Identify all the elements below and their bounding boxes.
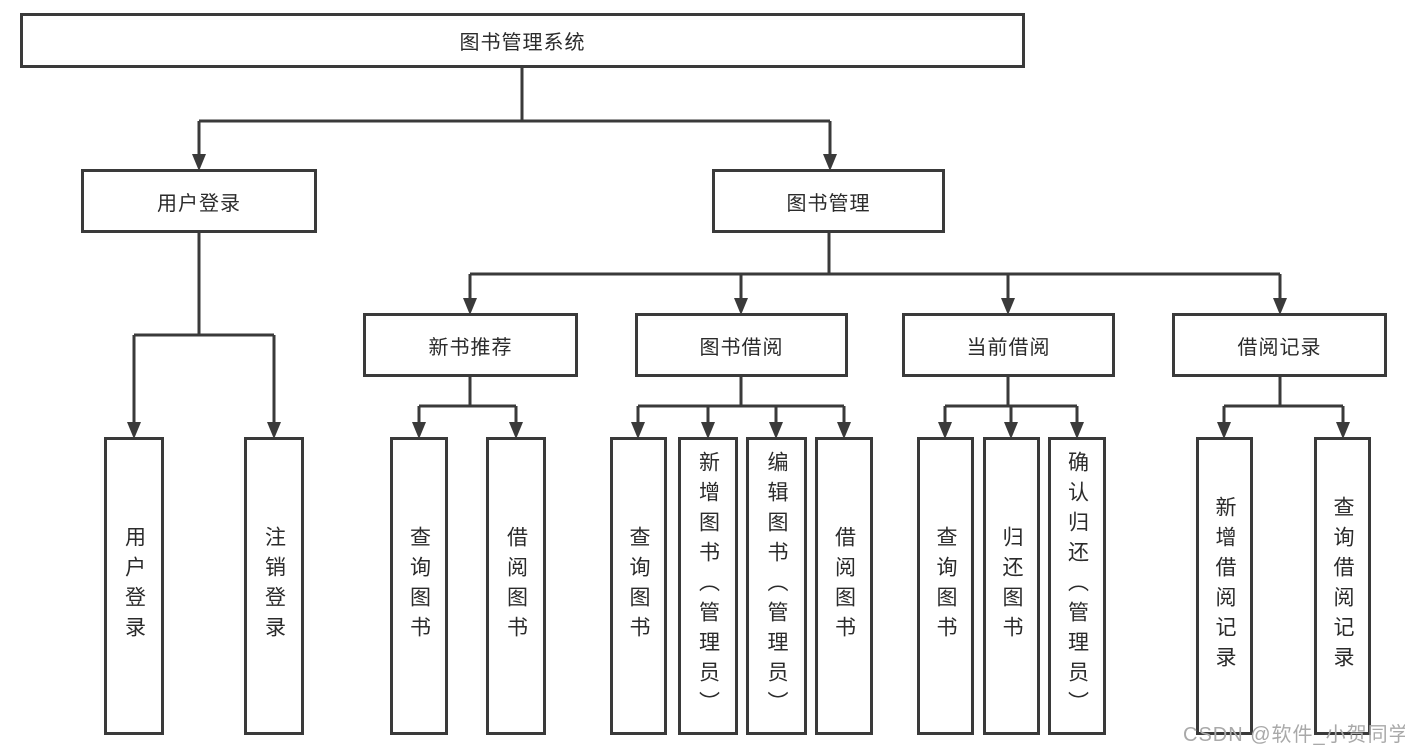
- leaf-logout: 注销登录: [244, 437, 304, 735]
- node-new-book-recommend: 新书推荐: [363, 313, 578, 377]
- leaf-return-books-label: 归还图书: [1000, 526, 1023, 646]
- connector-newbook-to-leaves: [412, 377, 523, 439]
- leaf-query-borrow-record: 查询借阅记录: [1314, 437, 1371, 735]
- leaf-return-books: 归还图书: [983, 437, 1040, 735]
- node-book-management: 图书管理: [712, 169, 945, 233]
- leaf-edit-books-admin: 编辑图书（管理员）: [746, 437, 807, 735]
- leaf-user-login-label: 用户登录: [122, 526, 146, 646]
- leaf-confirm-return-admin-label: 确认归还（管理员）: [1065, 451, 1089, 721]
- leaf-confirm-return-admin: 确认归还（管理员）: [1048, 437, 1106, 735]
- node-current-borrowing: 当前借阅: [902, 313, 1115, 377]
- leaf-add-borrow-record-label: 新增借阅记录: [1213, 496, 1236, 676]
- connector-userlogin-to-leaves: [127, 232, 281, 439]
- leaf-newbook-query-books: 查询图书: [390, 437, 448, 735]
- leaf-logout-label: 注销登录: [262, 526, 286, 646]
- leaf-newbook-borrow-books: 借阅图书: [486, 437, 546, 735]
- leaf-add-books-admin-label: 新增图书（管理员）: [696, 451, 720, 721]
- leaf-user-login: 用户登录: [104, 437, 164, 735]
- leaf-borrow-query-books-label: 查询图书: [627, 526, 650, 646]
- csdn-watermark: CSDN @软件_小贺同学: [1183, 724, 1405, 746]
- leaf-edit-books-admin-label: 编辑图书（管理员）: [765, 451, 788, 721]
- leaf-current-query-books: 查询图书: [917, 437, 974, 735]
- leaf-current-query-books-label: 查询图书: [934, 526, 957, 646]
- leaf-borrow-query-books: 查询图书: [610, 437, 667, 735]
- leaf-newbook-borrow-books-label: 借阅图书: [504, 526, 528, 646]
- leaf-newbook-query-books-label: 查询图书: [407, 526, 431, 646]
- connector-currentborrow-to-leaves: [938, 377, 1084, 439]
- connector-bookmgmt-to-level3: [463, 232, 1287, 315]
- node-root-system: 图书管理系统: [20, 13, 1025, 68]
- leaf-add-borrow-record: 新增借阅记录: [1196, 437, 1253, 735]
- leaf-query-borrow-record-label: 查询借阅记录: [1331, 496, 1354, 676]
- connector-root-to-level2: [192, 68, 837, 171]
- connector-borrowrecord-to-leaves: [1217, 377, 1350, 439]
- node-user-login: 用户登录: [81, 169, 317, 233]
- leaf-borrow-books: 借阅图书: [815, 437, 873, 735]
- leaf-borrow-books-label: 借阅图书: [832, 526, 856, 646]
- connector-bookborrow-to-leaves: [631, 377, 851, 439]
- node-book-borrowing: 图书借阅: [635, 313, 848, 377]
- node-borrowing-records: 借阅记录: [1172, 313, 1387, 377]
- leaf-add-books-admin: 新增图书（管理员）: [678, 437, 738, 735]
